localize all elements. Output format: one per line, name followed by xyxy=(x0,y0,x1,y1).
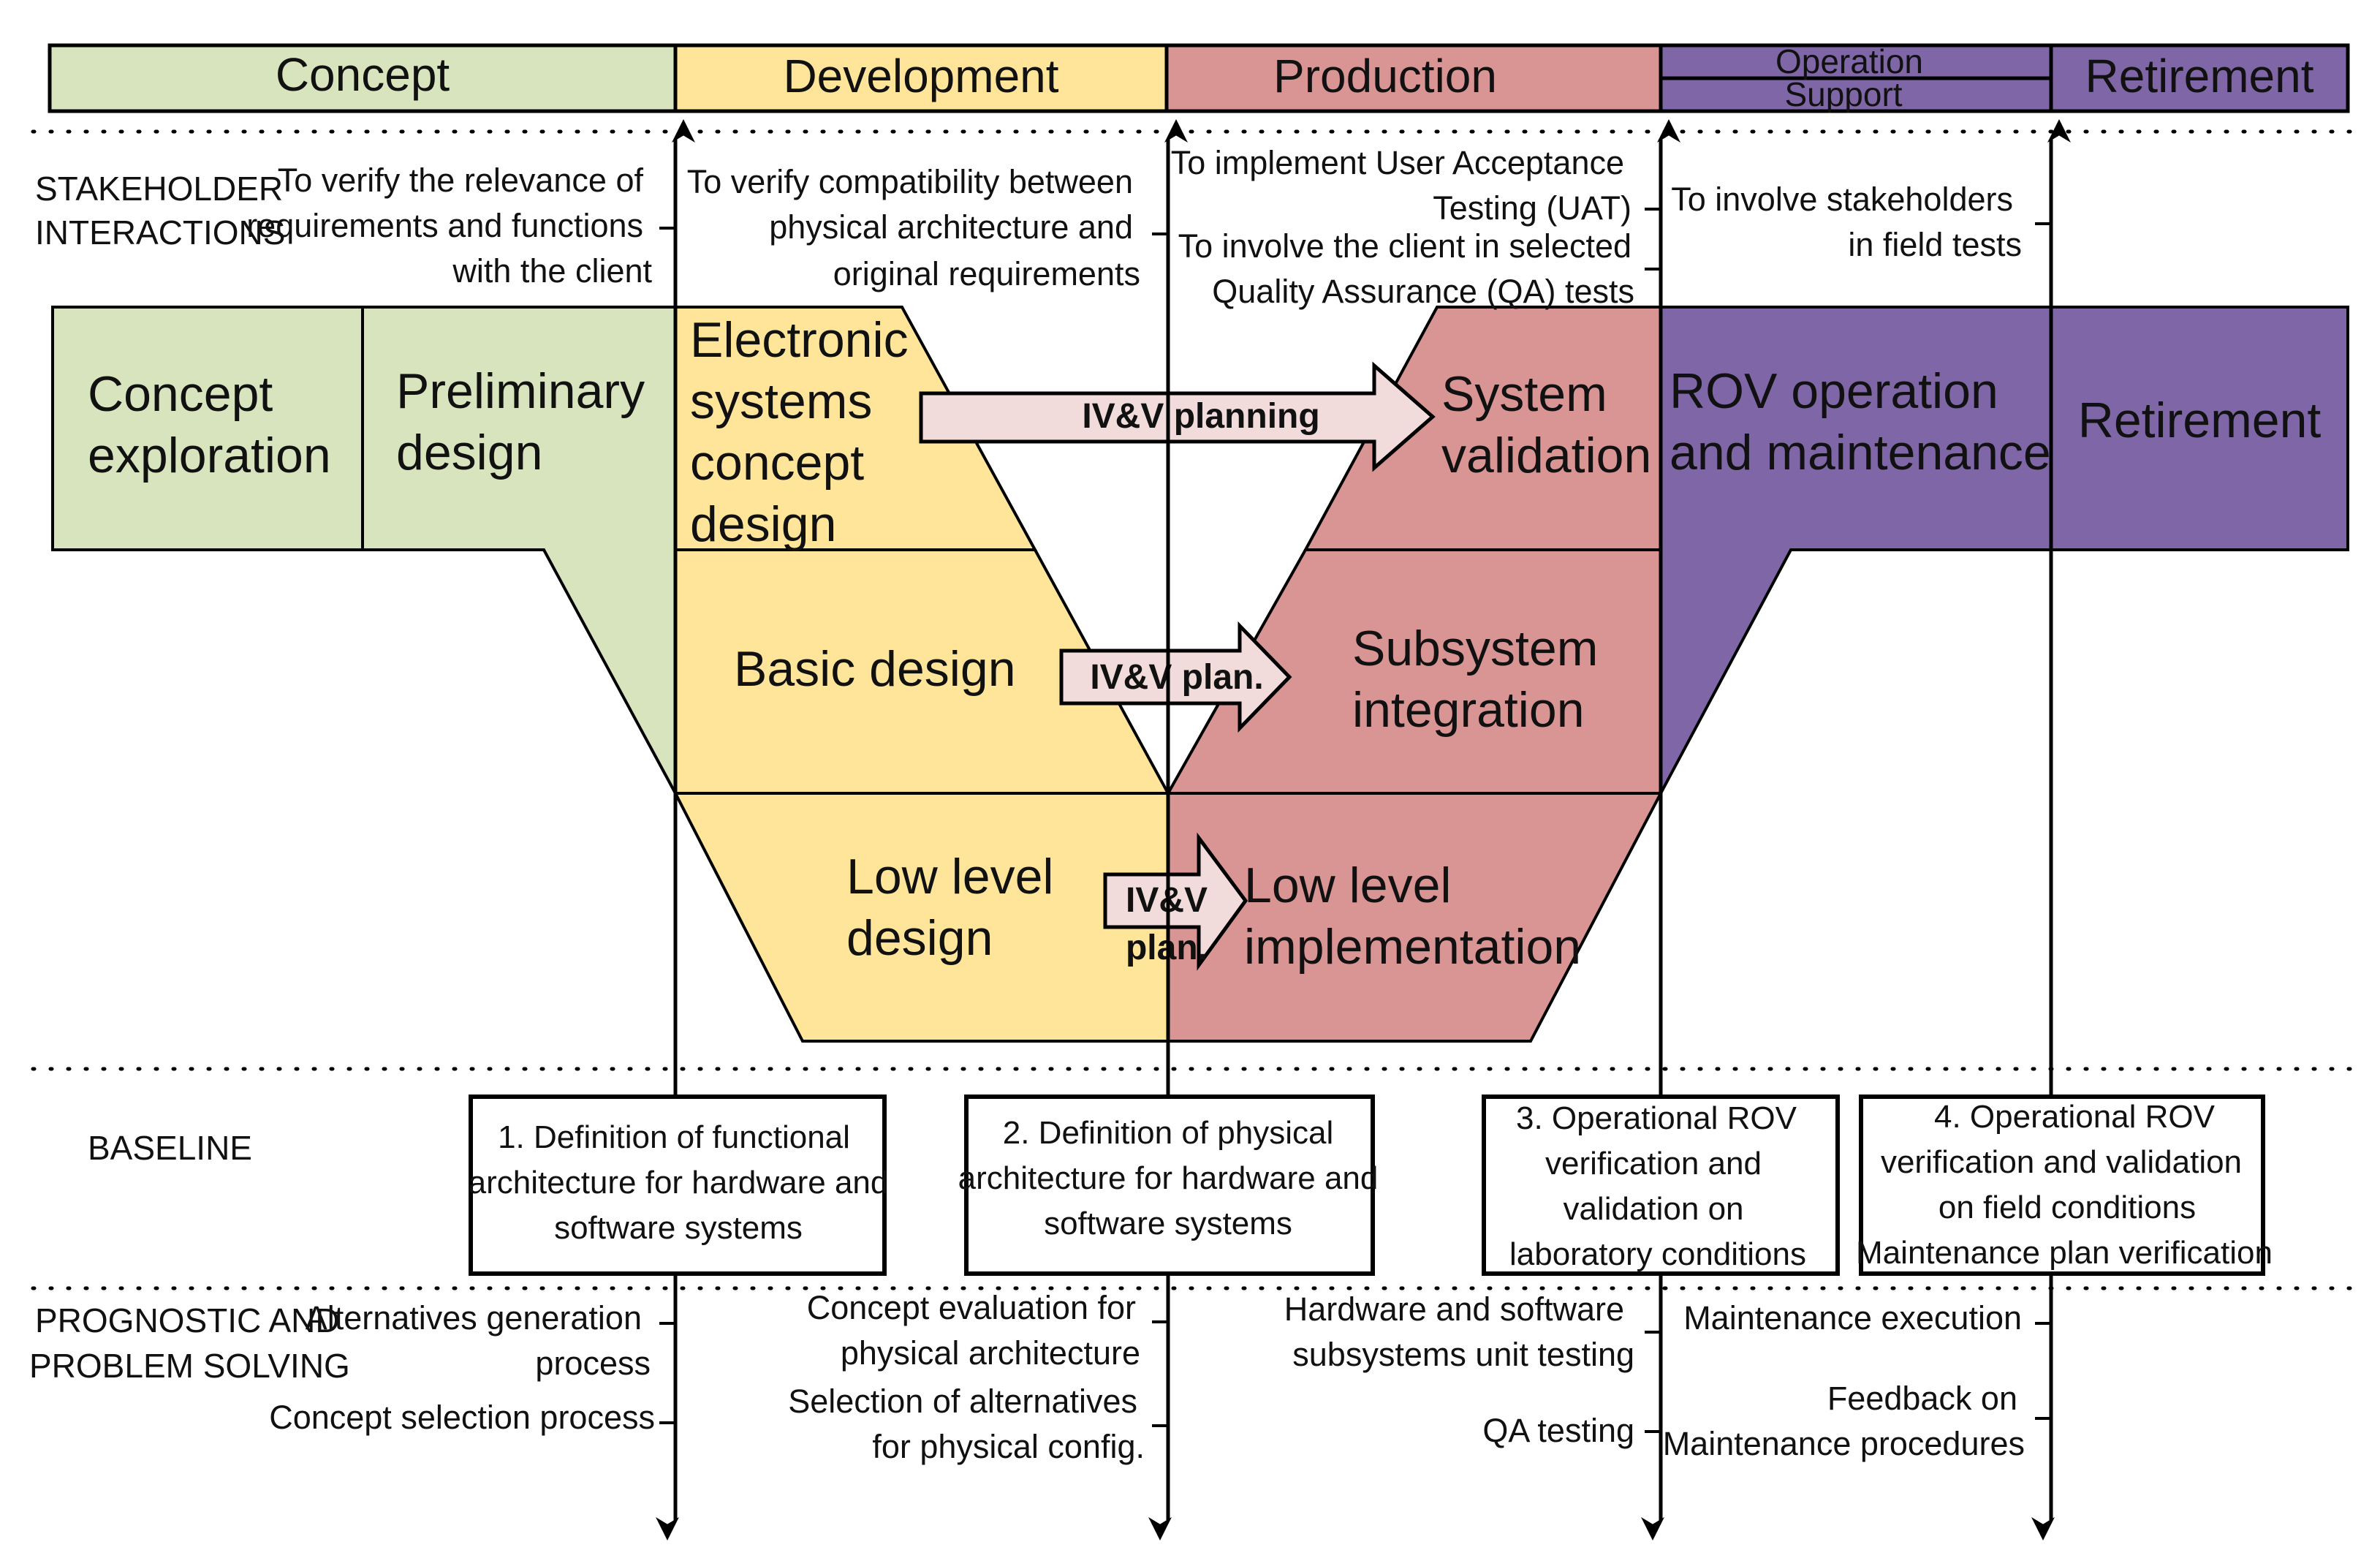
stakeholder-note-a1: To verify the relevance of xyxy=(278,162,644,199)
header-support-cell xyxy=(1659,76,2053,113)
prognostic-label-1: PROGNOSTIC AND xyxy=(35,1301,340,1339)
electronic-systems-label-1: Electronic xyxy=(690,312,909,368)
header-development-label: Development xyxy=(783,50,1058,102)
stakeholder-note-c4: Quality Assurance (QA) tests xyxy=(1212,273,1634,310)
electronic-systems-label-3: concept xyxy=(690,435,864,491)
stakeholder-note-a3: with the client xyxy=(452,252,652,290)
stakeholder-note-d1: To involve stakeholders xyxy=(1671,181,2013,218)
prognostic-note-a2: process xyxy=(535,1345,651,1382)
concept-exploration-label-1: Concept xyxy=(88,366,273,422)
stakeholder-label-1: STAKEHOLDER xyxy=(35,170,283,208)
baseline-box-2 xyxy=(964,1095,1375,1276)
basic-design-label: Basic design xyxy=(734,641,1016,697)
baseline-4-line-4: Maintenance plan verification xyxy=(1856,1235,2273,1271)
prognostic-note-c1: Hardware and software xyxy=(1284,1290,1624,1328)
low-level-design-label-1: Low level xyxy=(846,849,1054,904)
retirement-block xyxy=(2050,306,2349,551)
baseline-1-line-2: architecture for hardware and xyxy=(469,1165,889,1201)
low-level-implementation-label-2: implementation xyxy=(1244,919,1581,975)
prognostic-note-a3: Concept selection process xyxy=(269,1399,655,1436)
section-labels: STAKEHOLDER INTERACTIONS BASELINE PROGNO… xyxy=(29,170,350,1385)
header-retirement-label: Retirement xyxy=(2085,50,2314,102)
prognostic-note-c2: subsystems unit testing xyxy=(1292,1336,1634,1373)
baseline-2-line-2: architecture for hardware and xyxy=(958,1160,1379,1196)
header-retirement-cell xyxy=(2049,43,2350,113)
concept-exploration-label-2: exploration xyxy=(88,428,331,483)
header-operation-label: Operation xyxy=(1775,42,1923,80)
stakeholder-note-b1: To verify compatibility between xyxy=(687,163,1133,200)
baseline-4-line-3: on field conditions xyxy=(1939,1190,2196,1225)
prognostic-note-d1: Maintenance execution xyxy=(1683,1299,2022,1337)
system-validation-label-2: validation xyxy=(1441,428,1651,483)
prognostic-note-c3: QA testing xyxy=(1482,1412,1634,1449)
stakeholder-note-a2: requirements and functions xyxy=(246,207,643,244)
baseline-2-line-1: 2. Definition of physical xyxy=(1003,1115,1333,1151)
header-development-cell xyxy=(673,43,1169,113)
system-validation-label-1: System xyxy=(1441,366,1607,422)
phase-header: Concept Development Production Operation… xyxy=(48,42,2350,113)
preliminary-design-block xyxy=(361,306,677,794)
prognostic-note-b1: Concept evaluation for xyxy=(807,1289,1136,1326)
baseline-boxes: 1. Definition of functional architecture… xyxy=(469,1095,2273,1276)
prognostic-note-d3: Maintenance procedures xyxy=(1663,1425,2025,1462)
baseline-3-line-3: validation on xyxy=(1563,1191,1743,1227)
prognostic-label-2: PROBLEM SOLVING xyxy=(29,1347,350,1385)
note-ticks xyxy=(659,208,2051,1433)
electronic-systems-label-4: design xyxy=(690,496,836,552)
preliminary-design-label-2: design xyxy=(396,425,542,480)
baseline-4-line-2: verification and validation xyxy=(1881,1144,2242,1180)
subsystem-integration-label-2: integration xyxy=(1352,682,1585,738)
header-concept-cell xyxy=(48,43,678,113)
retirement-stage-label: Retirement xyxy=(2078,393,2322,448)
low-level-design-label-2: design xyxy=(846,910,993,966)
stakeholder-notes: To verify the relevance of requirements … xyxy=(246,144,2022,310)
stakeholder-note-c3: To involve the client in selected xyxy=(1178,227,1631,265)
stakeholder-note-d2: in field tests xyxy=(1848,226,2022,263)
baseline-label: BASELINE xyxy=(88,1129,252,1167)
stakeholder-note-c1: To implement User Acceptance xyxy=(1171,144,1624,181)
prognostic-note-b4: for physical config. xyxy=(872,1428,1145,1465)
baseline-box-1 xyxy=(469,1095,887,1276)
baseline-box-4 xyxy=(1859,1095,2265,1276)
baseline-box-3 xyxy=(1482,1095,1840,1276)
prognostic-note-b3: Selection of alternatives xyxy=(788,1383,1137,1420)
preliminary-design-label-1: Preliminary xyxy=(396,363,645,419)
baseline-2-line-3: software systems xyxy=(1044,1206,1292,1241)
prognostic-note-a1: Alternatives generation xyxy=(306,1299,642,1337)
ivv-planning-label: IV&V planning xyxy=(1082,397,1319,436)
baseline-3-line-4: laboratory conditions xyxy=(1509,1236,1806,1272)
rov-operation-label-2: and maintenance xyxy=(1670,425,2051,480)
header-production-label: Production xyxy=(1273,50,1497,102)
low-level-implementation-block xyxy=(1167,792,1664,1043)
electronic-systems-label-2: systems xyxy=(690,374,872,429)
baseline-3-line-2: verification and xyxy=(1545,1146,1762,1182)
header-production-cell xyxy=(1164,43,1663,113)
stakeholder-note-c2: Testing (UAT) xyxy=(1433,189,1631,227)
stakeholder-label-2: INTERACTIONS xyxy=(35,213,285,252)
rov-operation-label-1: ROV operation xyxy=(1670,363,1998,419)
stakeholder-note-b2: physical architecture and xyxy=(769,208,1133,246)
subsystem-integration-label-1: Subsystem xyxy=(1352,621,1598,676)
stage-labels: Concept exploration Preliminary design E… xyxy=(88,312,2321,975)
header-support-label: Support xyxy=(1784,75,1902,113)
prognostic-note-d2: Feedback on xyxy=(1827,1380,2017,1417)
section-separators xyxy=(31,129,2356,1290)
ivv-plan-label: IV&V plan. xyxy=(1090,658,1263,697)
prognostic-note-b2: physical architecture xyxy=(841,1334,1140,1372)
v-model-stages xyxy=(51,306,2349,1043)
low-level-implementation-label-1: Low level xyxy=(1244,858,1452,913)
baseline-3-line-1: 3. Operational ROV xyxy=(1516,1100,1797,1136)
baseline-1-line-3: software systems xyxy=(554,1210,803,1246)
milestone-axes xyxy=(655,118,2072,1541)
prognostic-notes: Alternatives generation process Concept … xyxy=(269,1289,2025,1465)
baseline-1-line-1: 1. Definition of functional xyxy=(498,1119,850,1155)
baseline-4-line-1: 4. Operational ROV xyxy=(1934,1099,2216,1135)
concept-exploration-block xyxy=(51,306,364,551)
stakeholder-note-b3: original requirements xyxy=(833,255,1140,292)
header-concept-label: Concept xyxy=(276,48,450,101)
